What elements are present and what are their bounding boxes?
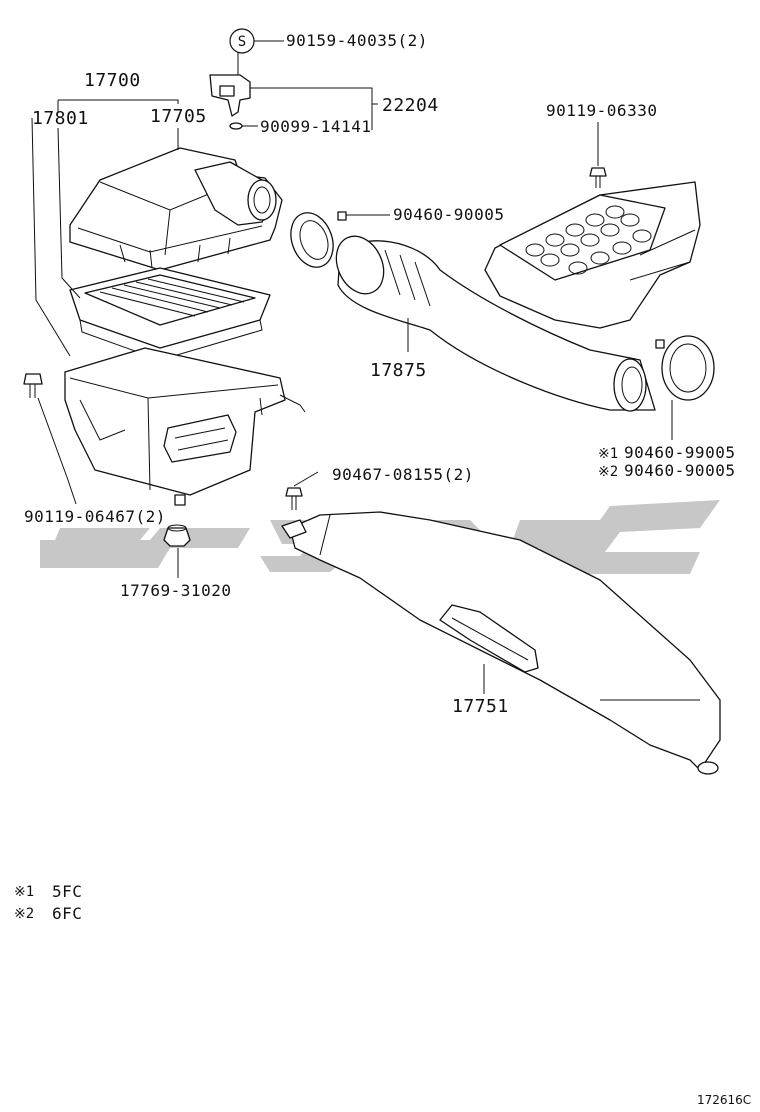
label-17801: 17801 [32, 108, 89, 129]
label-17751: 17751 [452, 696, 509, 717]
s-symbol-text: S [238, 34, 246, 50]
label-90119-06467: 90119-06467(2) [24, 507, 166, 526]
label-90460-90005-top: 90460-90005 [393, 205, 504, 224]
note-2-text: 6FC [52, 904, 82, 923]
air-cleaner-case [64, 347, 306, 506]
air-cleaner-cap [69, 147, 283, 271]
leader-lines [31, 40, 673, 694]
label-17875: 17875 [370, 360, 427, 381]
note-1-text: 5FC [52, 882, 82, 901]
label-22204: 22204 [382, 95, 439, 116]
mark-2: ※2 [598, 464, 618, 480]
intake-hose [335, 235, 656, 412]
label-17769: 17769-31020 [120, 581, 231, 600]
filter-element [69, 267, 271, 361]
hose-clamp-top [290, 211, 347, 268]
intake-resonator [484, 181, 701, 329]
grommet-17769 [163, 524, 191, 547]
label-90467: 90467-08155(2) [332, 465, 474, 484]
note-1-mark: ※1 [14, 884, 34, 900]
label-90159: 90159-40035(2) [286, 31, 428, 50]
label-17705: 17705 [150, 106, 207, 127]
hose-clamp-right [655, 335, 715, 401]
s-symbol: S [229, 28, 255, 54]
notes: ※1 5FC ※2 6FC [14, 882, 82, 923]
bolt-90119-06330 [589, 167, 607, 188]
label-90460-99005: 90460-99005 [624, 443, 735, 462]
label-90099: 90099-14141 [260, 117, 371, 136]
label-90119-06330: 90119-06330 [546, 101, 657, 120]
bolt-90467 [285, 487, 303, 510]
label-90460-90005-bottom: 90460-90005 [624, 461, 735, 480]
bolt-90119-06467 [23, 373, 43, 398]
label-17700: 17700 [84, 70, 141, 91]
note-2-mark: ※2 [14, 906, 34, 922]
intake-duct [281, 511, 721, 775]
mark-1: ※1 [598, 446, 618, 462]
air-flow-meter [209, 74, 251, 130]
figure-code: 172616C [697, 1093, 751, 1107]
